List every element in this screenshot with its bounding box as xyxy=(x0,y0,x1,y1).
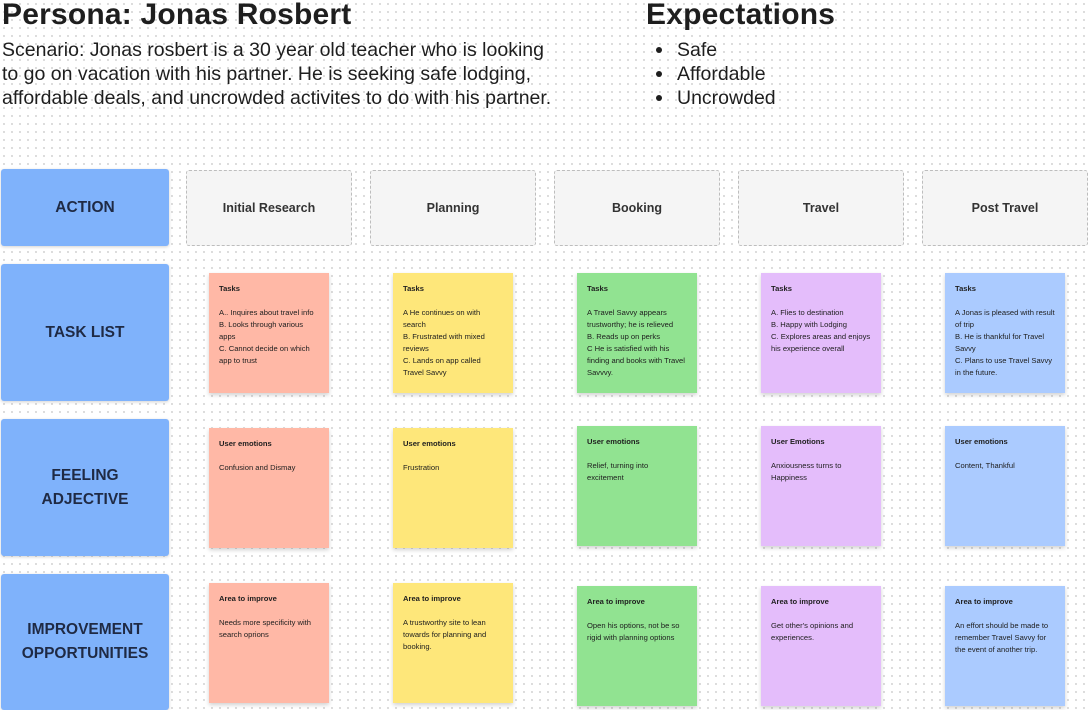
expectation-item: Affordable xyxy=(654,62,776,86)
sticky-heading: Tasks xyxy=(955,284,976,293)
sticky-body: A.. Inquires about travel info B. Looks … xyxy=(219,308,314,365)
sticky-heading: Tasks xyxy=(771,284,792,293)
stage-booking: Booking xyxy=(554,170,720,246)
sticky-body: A He continues on with search B. Frustra… xyxy=(403,308,485,377)
sticky-body: Relief, turning into excitement xyxy=(587,461,649,482)
sticky-heading: User Emotions xyxy=(771,437,825,446)
row-label-action: ACTION xyxy=(1,169,169,246)
sticky-heading: Tasks xyxy=(403,284,424,293)
sticky-note-task: Tasks A Travel Savvy appears trustworthy;… xyxy=(577,273,697,393)
expectations-list: Safe Affordable Uncrowded xyxy=(654,38,776,110)
sticky-body: A Jonas is pleased with result of trip B… xyxy=(955,308,1055,377)
sticky-heading: User emotions xyxy=(403,439,456,448)
scenario-text: Scenario: Jonas rosbert is a 30 year old… xyxy=(2,39,552,109)
sticky-heading: Area to improve xyxy=(587,597,645,606)
sticky-heading: User emotions xyxy=(587,437,640,446)
sticky-heading: User emotions xyxy=(219,439,272,448)
expectations-title: Expectations xyxy=(646,0,836,31)
sticky-body: Frustration xyxy=(403,463,440,472)
sticky-note-improvement: Area to improve An effort should be made … xyxy=(945,586,1065,706)
sticky-body: A trustworthy site to lean towards for p… xyxy=(403,618,487,651)
stage-label: Planning xyxy=(426,201,480,215)
stage-label: Travel xyxy=(802,201,840,215)
sticky-note-task: Tasks A Jonas is pleased with result of t… xyxy=(945,273,1065,393)
sticky-body: Open his options, not be so rigid with p… xyxy=(587,621,680,642)
sticky-note-task: Tasks A. Flies to destination B. Happy wi… xyxy=(761,273,881,393)
sticky-note-task: Tasks A He continues on with search B. Fr… xyxy=(393,273,513,393)
bullet-icon xyxy=(656,47,662,53)
expectation-label: Safe xyxy=(677,39,718,61)
sticky-body: Get other's opinions and experiences. xyxy=(771,621,854,642)
row-label-text: TASK LIST xyxy=(45,323,125,341)
bullet-icon xyxy=(656,71,662,77)
sticky-body: A. Flies to destination B. Happy with Lo… xyxy=(771,308,871,353)
sticky-heading: Area to improve xyxy=(955,597,1013,606)
sticky-heading: User emotions xyxy=(955,437,1008,446)
sticky-body: Anxiousness turns to Happiness xyxy=(771,461,842,482)
row-label-task-list: TASK LIST xyxy=(1,264,169,401)
row-label-text: IMPROVEMENT OPPORTUNITIES xyxy=(21,621,149,662)
sticky-body: Needs more specificity with search oprio… xyxy=(219,618,312,639)
stage-initial-research: Initial Research xyxy=(186,170,352,246)
expectation-item: Safe xyxy=(654,38,776,62)
sticky-heading: Area to improve xyxy=(219,594,277,603)
row-label-text: FEELING ADJECTIVE xyxy=(41,466,129,508)
stage-planning: Planning xyxy=(370,170,536,246)
bullet-icon xyxy=(656,95,662,101)
sticky-body: An effort should be made to remember Tra… xyxy=(955,621,1049,654)
sticky-body: A Travel Savvy appears trustworthy; he i… xyxy=(587,308,685,377)
sticky-heading: Tasks xyxy=(587,284,608,293)
sticky-heading: Area to improve xyxy=(403,594,461,603)
stage-label: Post Travel xyxy=(971,201,1039,215)
stage-label: Booking xyxy=(612,201,662,215)
sticky-body: Content, Thankful xyxy=(955,461,1015,470)
stage-travel: Travel xyxy=(738,170,904,246)
sticky-heading: Tasks xyxy=(219,284,240,293)
sticky-body: Confusion and Dismay xyxy=(219,463,296,472)
row-label-improvement: IMPROVEMENT OPPORTUNITIES xyxy=(1,574,169,710)
sticky-heading: Area to improve xyxy=(771,597,829,606)
stage-label: Initial Research xyxy=(222,201,316,215)
expectation-item: Uncrowded xyxy=(654,86,776,110)
expectation-label: Affordable xyxy=(677,63,766,85)
row-label-text: ACTION xyxy=(55,198,115,216)
row-label-feeling-adjective: FEELING ADJECTIVE xyxy=(1,419,169,556)
sticky-note-improvement: Area to improve A trustworthy site to lea… xyxy=(393,583,513,703)
stage-post-travel: Post Travel xyxy=(922,170,1088,246)
expectation-label: Uncrowded xyxy=(677,87,776,109)
persona-title: Persona: Jonas Rosbert xyxy=(2,0,352,31)
